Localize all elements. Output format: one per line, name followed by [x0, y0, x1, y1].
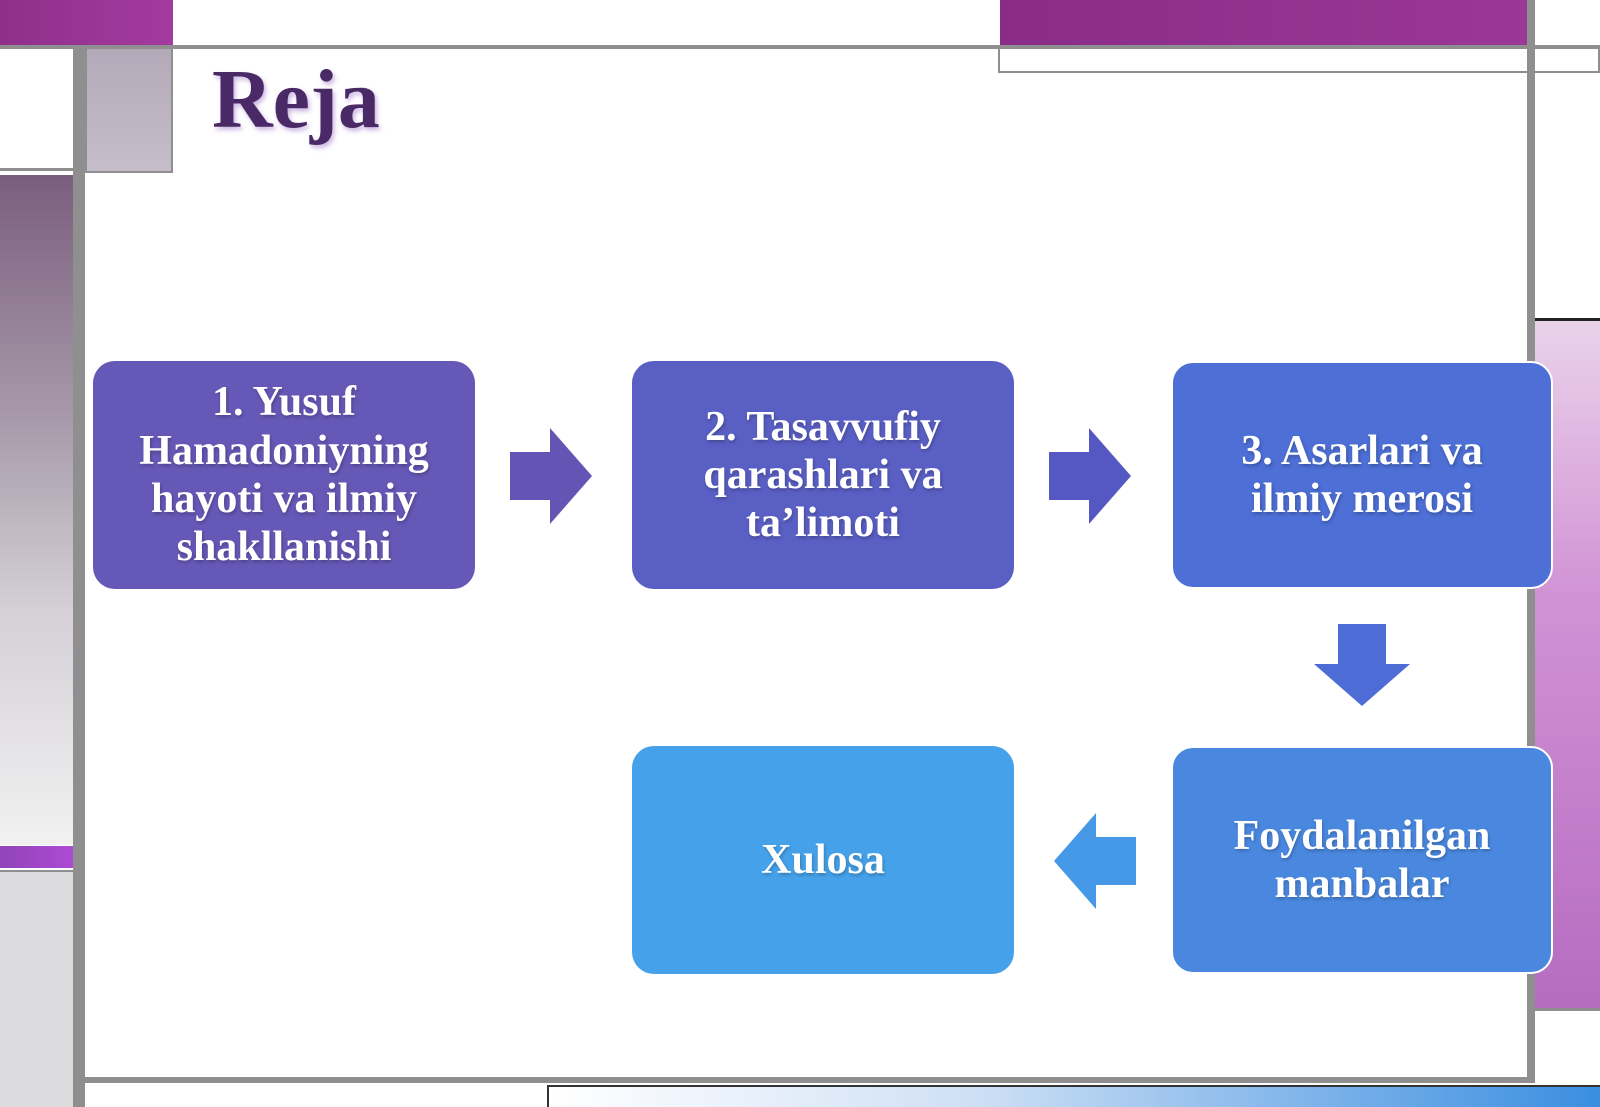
step-label-1: 1. Yusuf Hamadoniyning hayoti va ilmiy s…: [139, 379, 429, 571]
arrow-down-icon: [1314, 624, 1410, 706]
arrow-right-icon-2: [1049, 428, 1131, 524]
step-box-1: 1. Yusuf Hamadoniyning hayoti va ilmiy s…: [93, 361, 475, 589]
left-bottom-panel: [0, 870, 73, 1107]
step-box-3: 3. Asarlari va ilmiy merosi: [1171, 361, 1553, 589]
left-purple-accent: [0, 846, 78, 868]
top-left-accent-bar: [0, 0, 173, 47]
right-accent-line: [1533, 318, 1600, 321]
step-label-2: 2. Tasavvufiy qarashlari va ta’limoti: [703, 403, 943, 547]
slide-title: Reja: [212, 53, 380, 146]
step-box-4: Foydalanilgan manbalar: [1171, 746, 1553, 974]
left-gray-square: [85, 49, 173, 173]
top-right-accent-bar: [1000, 0, 1530, 47]
right-bottom-line: [1533, 1008, 1600, 1011]
arrow-left-icon: [1054, 813, 1136, 909]
left-vertical-line: [73, 49, 85, 1107]
top-frame-line: [0, 45, 1600, 49]
bottom-frame-line: [73, 1077, 1535, 1083]
step-label-3: 3. Asarlari va ilmiy merosi: [1241, 427, 1483, 522]
step-label-5: Xulosa: [761, 836, 885, 883]
step-label-4: Foydalanilgan manbalar: [1233, 812, 1491, 907]
bottom-blue-accent: [547, 1085, 1600, 1107]
left-gradient-panel: [0, 175, 73, 845]
step-box-5: Xulosa: [632, 746, 1014, 974]
step-box-2: 2. Tasavvufiy qarashlari va ta’limoti: [632, 361, 1014, 589]
arrow-right-icon-1: [510, 428, 592, 524]
top-right-frame-box: [998, 49, 1600, 73]
left-frame-line: [0, 168, 73, 171]
